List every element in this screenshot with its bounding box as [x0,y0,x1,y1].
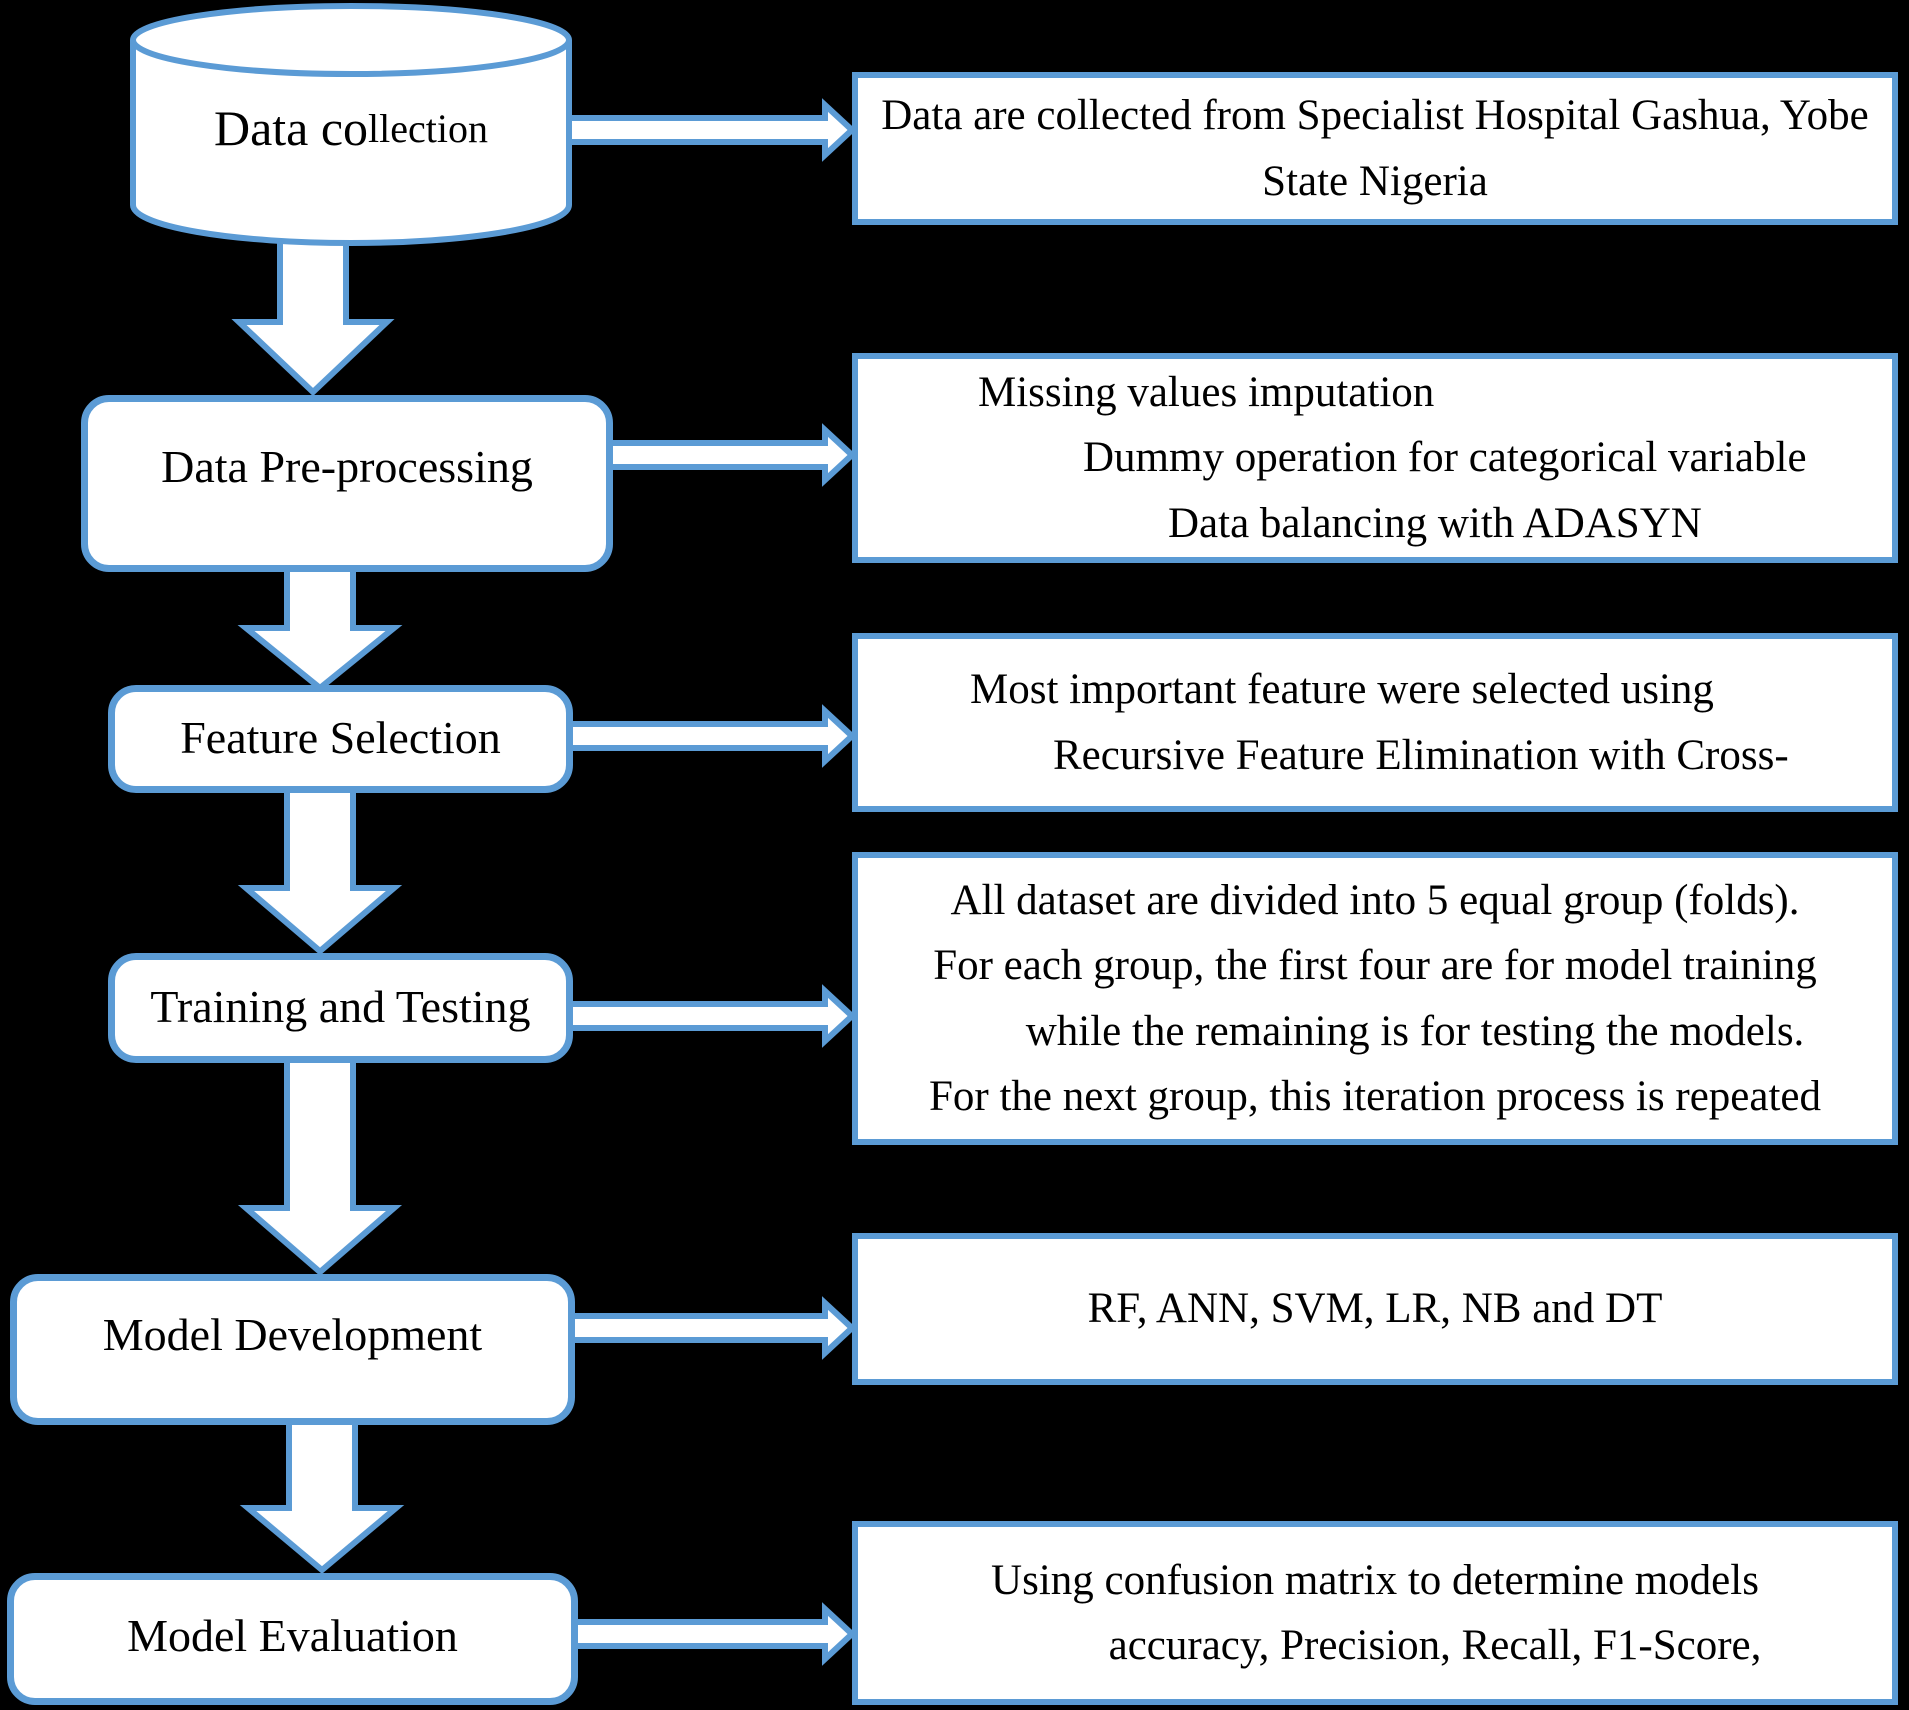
note-line: Most important feature were selected usi… [970,666,1714,714]
note-line: Missing values imputation [978,368,1435,416]
note-line: RF, ANN, SVM, LR, NB and DT [1087,1285,1663,1333]
note-line: accuracy, Precision, Recall, F1-Score, [1108,1622,1762,1669]
note-model-evaluation: Using confusion matrix to determine mode… [852,1521,1898,1705]
step-training-and-testing: Training and Testing [108,953,573,1063]
step-model-development: Model Development [10,1274,575,1425]
step-feature-selection: Feature Selection [108,685,573,793]
note-feature-selection: Most important feature were selected usi… [852,633,1898,812]
step-data-pre-processing: Data Pre-processing [81,395,613,572]
cylinder-body [130,40,572,246]
note-line: State Nigeria [1262,157,1488,205]
note-line: For the next group, this iteration proce… [928,1072,1822,1120]
step-model-evaluation: Model Evaluation [7,1573,578,1705]
right-arrow-4 [563,984,857,1048]
step-label: Model Evaluation [127,1609,458,1661]
step-label: Model Development [102,1309,483,1360]
note-line: All dataset are divided into 5 equal gro… [950,876,1800,924]
right-arrow-2 [603,423,857,487]
note-line: while the remaining is for testing the m… [1025,1007,1805,1055]
note-line: Data are collected from Specialist Hospi… [881,92,1869,140]
note-model-development: RF, ANN, SVM, LR, NB and DT [852,1233,1898,1385]
note-training-and-testing: All dataset are divided into 5 equal gro… [852,852,1898,1145]
step-label: Data Pre-processing [161,441,533,492]
right-arrow-5 [567,1296,857,1360]
note-line: For each group, the first four are for m… [933,942,1817,990]
down-arrow-4 [237,1052,403,1276]
step-label-small: llection [368,105,489,151]
down-arrow-5 [239,1415,405,1574]
cylinder-top [130,3,572,77]
right-arrow-1 [560,98,857,162]
note-line: Using confusion matrix to determine mode… [991,1556,1759,1604]
step-label: Training and Testing [150,980,531,1032]
down-arrow-3 [237,782,403,955]
step-label: Data co [213,100,369,156]
down-arrow-2 [237,557,403,692]
note-line: Dummy operation for categorical variable [1083,434,1807,482]
right-arrow-3 [563,704,857,768]
note-data-pre-processing: Missing values imputation Dummy operatio… [852,353,1898,563]
note-data-collection: Data are collected from Specialist Hospi… [852,72,1898,225]
note-line: Data balancing with ADASYN [1168,499,1702,547]
step-label: Feature Selection [180,711,501,763]
note-line: Recursive Feature Elimination with Cross… [1053,731,1789,779]
right-arrow-6 [569,1602,857,1666]
